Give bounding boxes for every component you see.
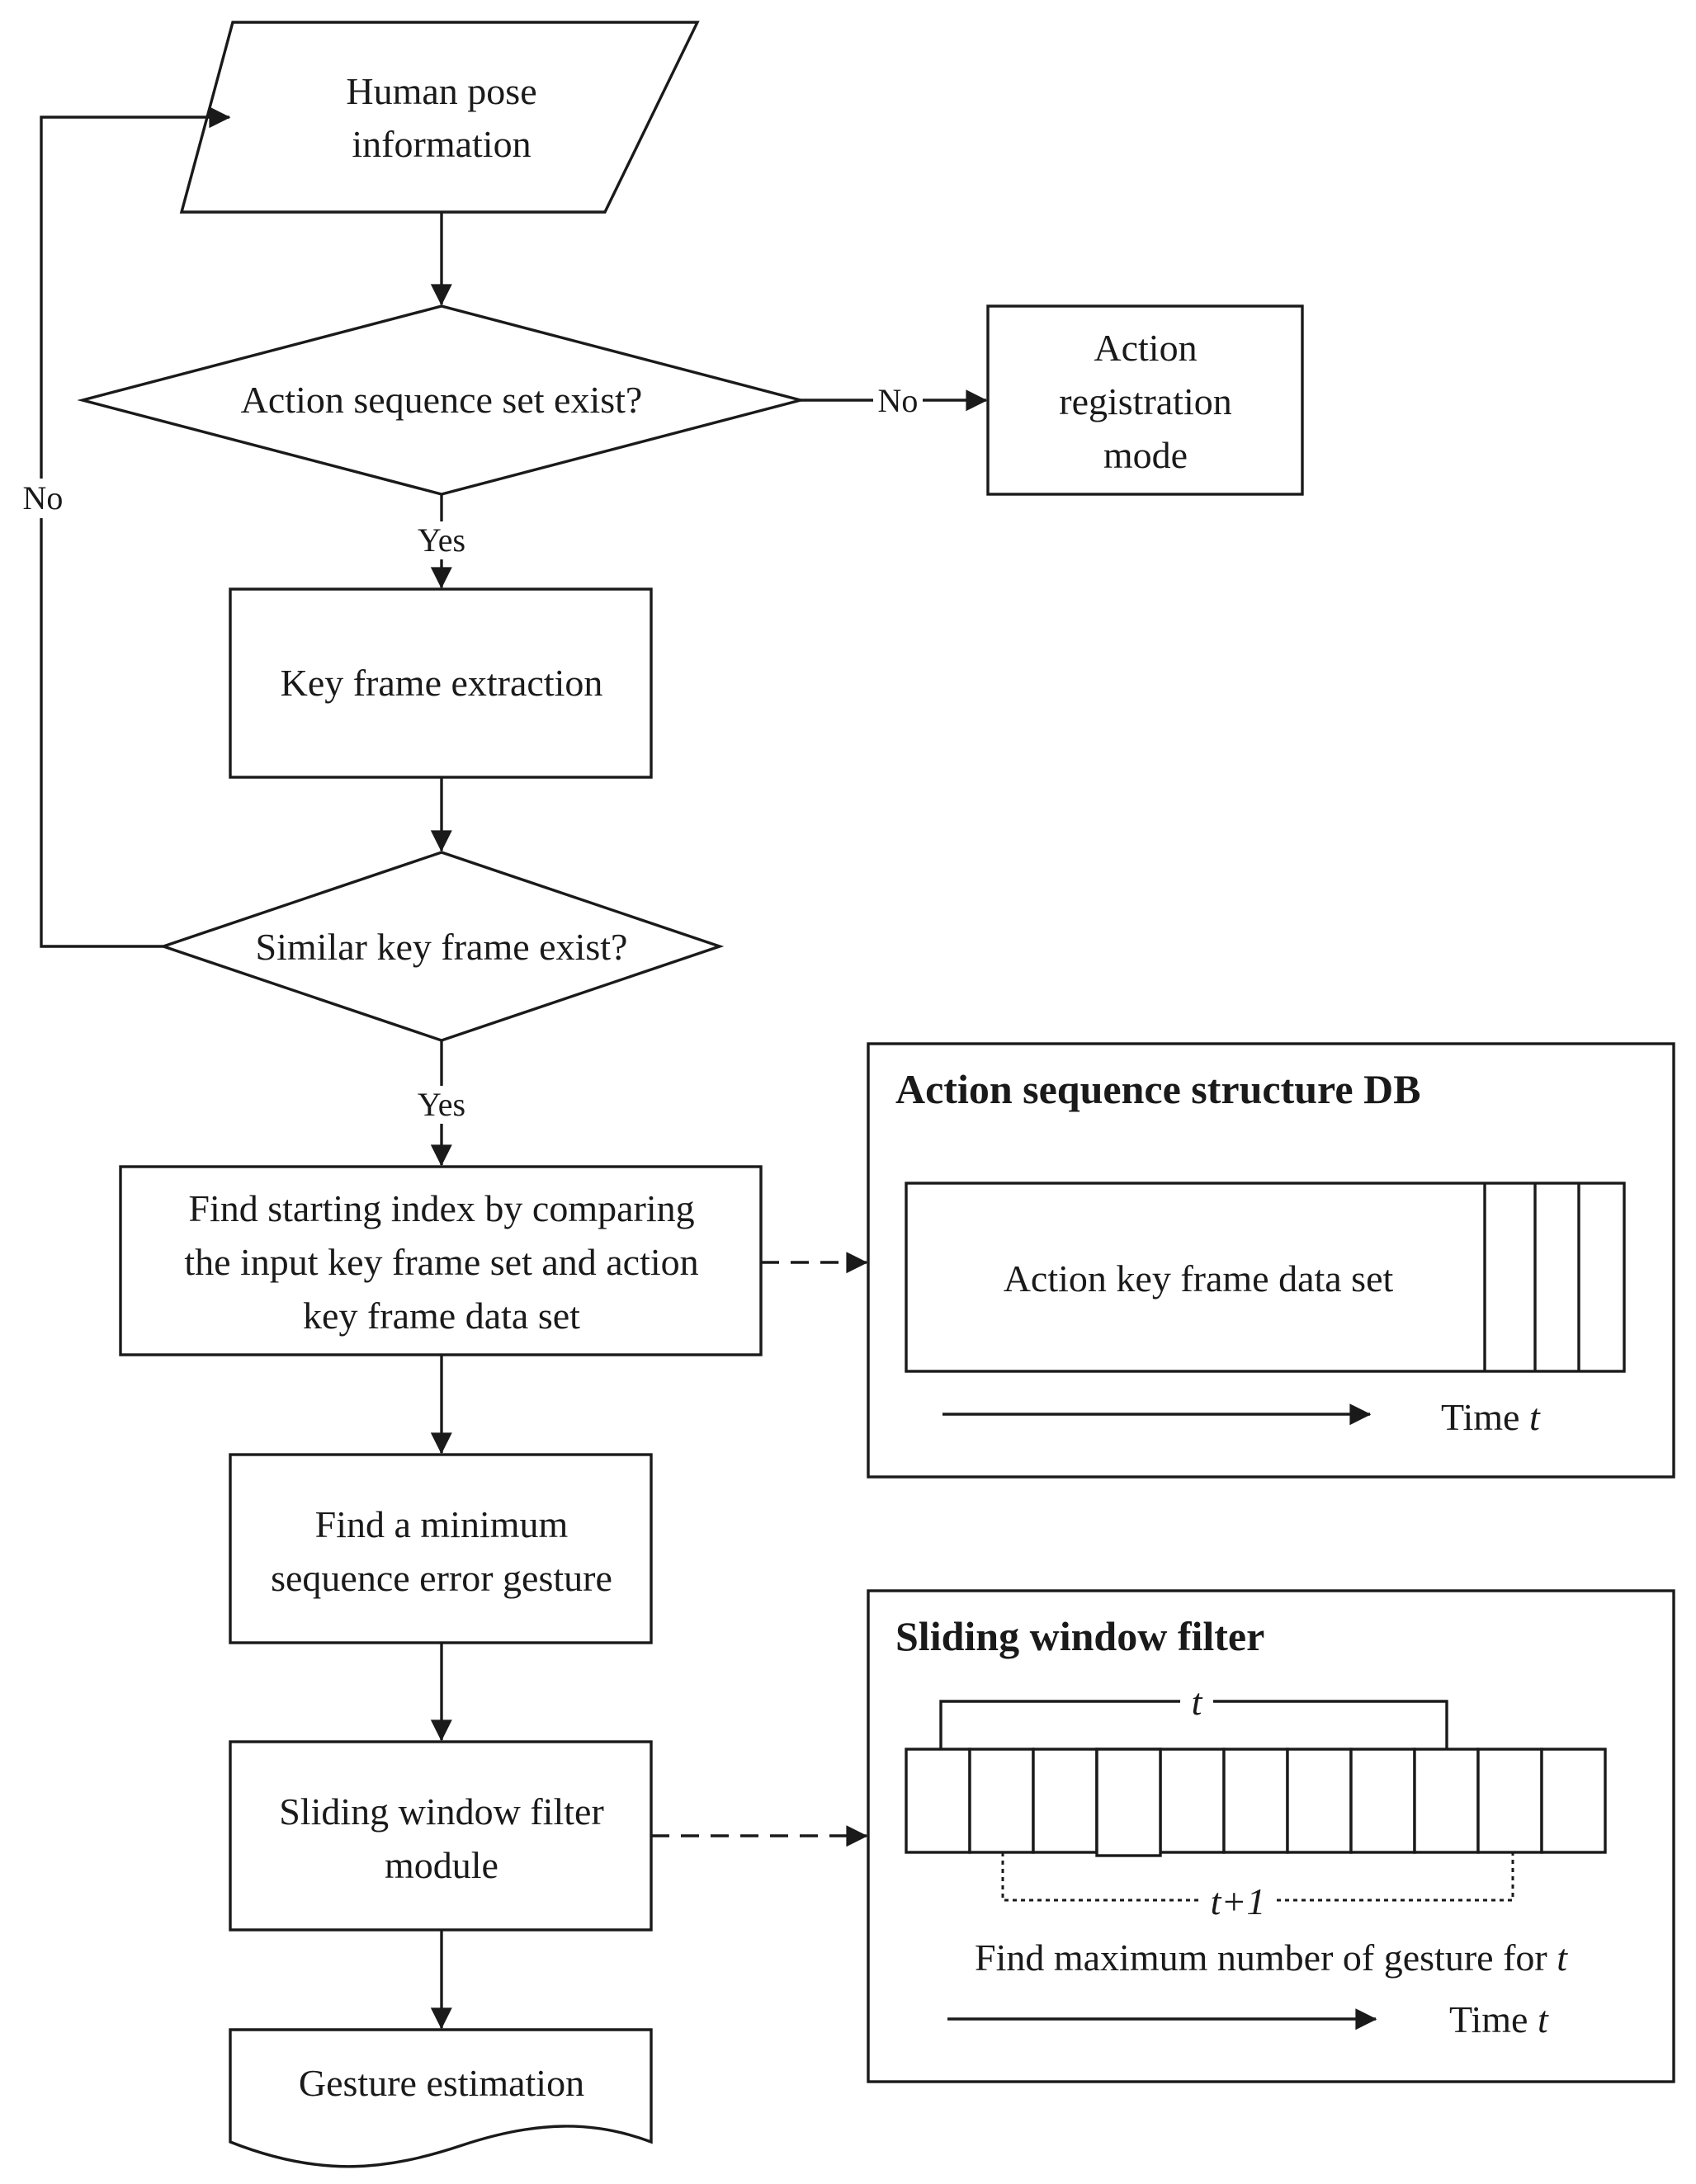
db-data-set-label: Action key frame data set (1004, 1257, 1394, 1300)
node-registration-line-3: mode (1103, 434, 1188, 476)
window-label-t-plus-1: t+1 (1211, 1880, 1266, 1922)
edge-label-yes-2: Yes (418, 1086, 465, 1123)
db-data-set-box (905, 1182, 1626, 1373)
node-action-registration-mode: Action registration mode (986, 304, 1304, 496)
window-cell (1413, 1748, 1480, 1854)
window-cell (1349, 1748, 1416, 1854)
edge-label-bg (873, 381, 923, 419)
panel-action-sequence-db: Action sequence structure DB Action key … (867, 1042, 1675, 1479)
window-label-t: t (1192, 1681, 1203, 1723)
node-key-frame-extraction: Key frame extraction (229, 587, 653, 779)
node-registration-line-1: Action (1094, 327, 1197, 369)
edge-label-no-right: No (878, 382, 919, 419)
decision-action-sequence-exist: Action sequence set exist? (77, 304, 806, 496)
window-cell (1540, 1748, 1607, 1854)
node-sliding-module-line-1: Sliding window filter (279, 1790, 604, 1833)
node-find-start-line-3: key frame data set (303, 1295, 580, 1337)
node-human-pose-line-2: information (352, 123, 531, 165)
edge-similar-no-loop (40, 106, 231, 948)
window-cell-strip (905, 1748, 1607, 1857)
window-bracket-t-plus-1 (1001, 1852, 1514, 1902)
node-find-start-line-2: the input key frame set and action (184, 1241, 698, 1283)
filter-caption: Find maximum number of gesture for t (975, 1936, 1568, 1979)
edge-label-no-left: No (23, 479, 64, 517)
window-cell-current (1095, 1748, 1162, 1857)
panel-db-title: Action sequence structure DB (895, 1066, 1421, 1112)
bracket-label-bg (1201, 1883, 1275, 1919)
decision-action-sequence-exist-label: Action sequence set exist? (241, 379, 643, 421)
panel-sliding-window-filter: Sliding window filter t t+1 Find maximum… (867, 1589, 1675, 2083)
decision-similar-key-frame-label: Similar key frame exist? (256, 926, 628, 968)
window-cell (968, 1748, 1035, 1854)
node-min-error-line-1: Find a minimum (315, 1503, 569, 1545)
window-cell (1159, 1748, 1226, 1854)
window-cell (1032, 1748, 1098, 1854)
node-human-pose: Human pose information (179, 21, 700, 214)
edge-label-bg (18, 479, 66, 518)
node-human-pose-line-1: Human pose (346, 70, 536, 112)
edge-label-bg (411, 521, 472, 559)
window-cell (905, 1748, 971, 1854)
panel-filter-title: Sliding window filter (895, 1613, 1264, 1659)
node-gesture-estimation: Gesture estimation (229, 2028, 653, 2168)
node-sliding-module-line-2: module (385, 1844, 498, 1886)
node-min-error-line-2: sequence error gesture (271, 1557, 612, 1599)
node-min-sequence-error: Find a minimum sequence error gesture (229, 1453, 653, 1644)
bracket-label-bg (1180, 1683, 1213, 1719)
filter-time-label: Time t (1449, 1998, 1549, 2040)
node-registration-line-2: registration (1059, 380, 1232, 422)
node-find-start-line-1: Find starting index by comparing (188, 1187, 694, 1229)
window-cell (1286, 1748, 1353, 1854)
decision-similar-key-frame-exist: Similar key frame exist? (158, 851, 725, 1042)
edge-label-yes-1: Yes (418, 521, 465, 559)
node-key-frame-label: Key frame extraction (281, 662, 603, 704)
node-gesture-estimation-label: Gesture estimation (299, 2062, 584, 2104)
window-cell (1476, 1748, 1543, 1854)
node-find-starting-index: Find starting index by comparing the inp… (119, 1165, 763, 1356)
db-time-label: Time t (1441, 1396, 1541, 1438)
connectors (40, 106, 988, 2030)
edge-label-bg (411, 1086, 472, 1124)
node-sliding-window-module: Sliding window filter module (229, 1740, 653, 1932)
window-cell (1222, 1748, 1289, 1854)
